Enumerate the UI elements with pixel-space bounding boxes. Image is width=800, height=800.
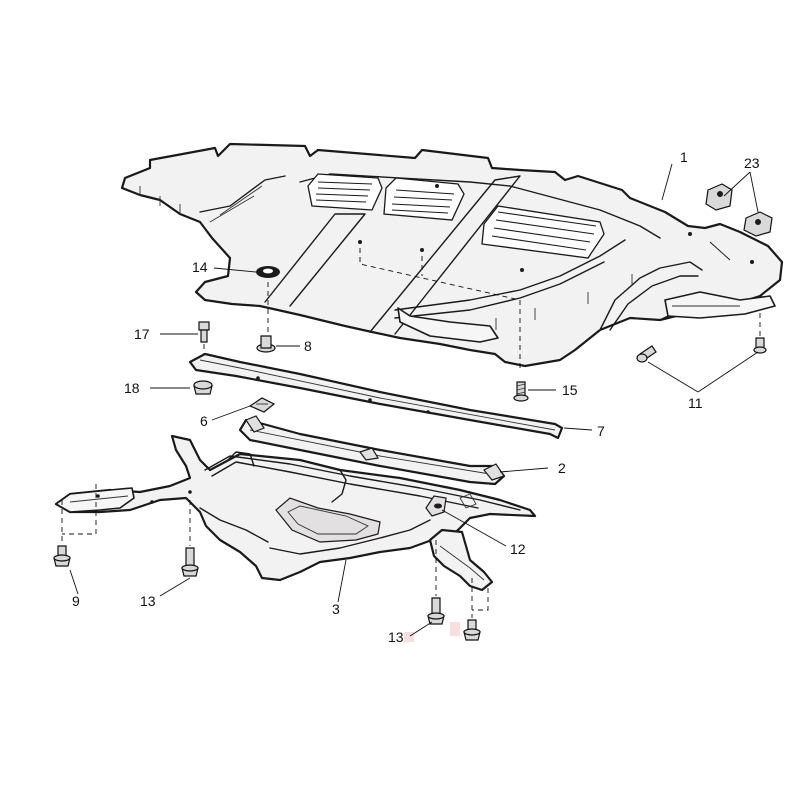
- lower-shield-3: [54, 434, 537, 592]
- callout-7: 7: [597, 423, 605, 439]
- callout-11: 11: [688, 395, 703, 411]
- plug-18: [193, 380, 213, 395]
- grommet-14: [256, 266, 280, 334]
- clip-6: [248, 397, 276, 413]
- callout-3: 3: [332, 601, 340, 617]
- callout-17: 17: [134, 326, 150, 342]
- upper-underbody-cover: [120, 142, 784, 370]
- bracket-rail-2: [238, 415, 506, 486]
- callout-15: 15: [562, 382, 578, 398]
- screws-11: [636, 310, 767, 363]
- callout-6: 6: [200, 413, 208, 429]
- bolt-9: [53, 484, 97, 567]
- leader-lines: [69, 163, 759, 637]
- cross-bar-7: [188, 352, 564, 440]
- screw-15: [513, 381, 529, 402]
- callout-9: 9: [72, 593, 80, 609]
- speed-nuts-23: [705, 183, 773, 237]
- clip-8: [256, 335, 276, 353]
- callout-1: 1: [680, 149, 688, 165]
- callout-14: 14: [192, 259, 208, 275]
- callout-13-right: 13: [388, 629, 404, 645]
- callout-12: 12: [510, 541, 526, 557]
- callout-2: 2: [558, 460, 566, 476]
- bolts-13: [181, 500, 489, 642]
- callout-8: 8: [304, 338, 312, 354]
- callout-18: 18: [124, 380, 140, 396]
- callout-13-left: 13: [140, 593, 156, 609]
- callout-23: 23: [744, 155, 760, 171]
- callout-labels: 1 23 14 8 17 18 6 7 2 15 12 3 9 13 13 11: [72, 149, 760, 645]
